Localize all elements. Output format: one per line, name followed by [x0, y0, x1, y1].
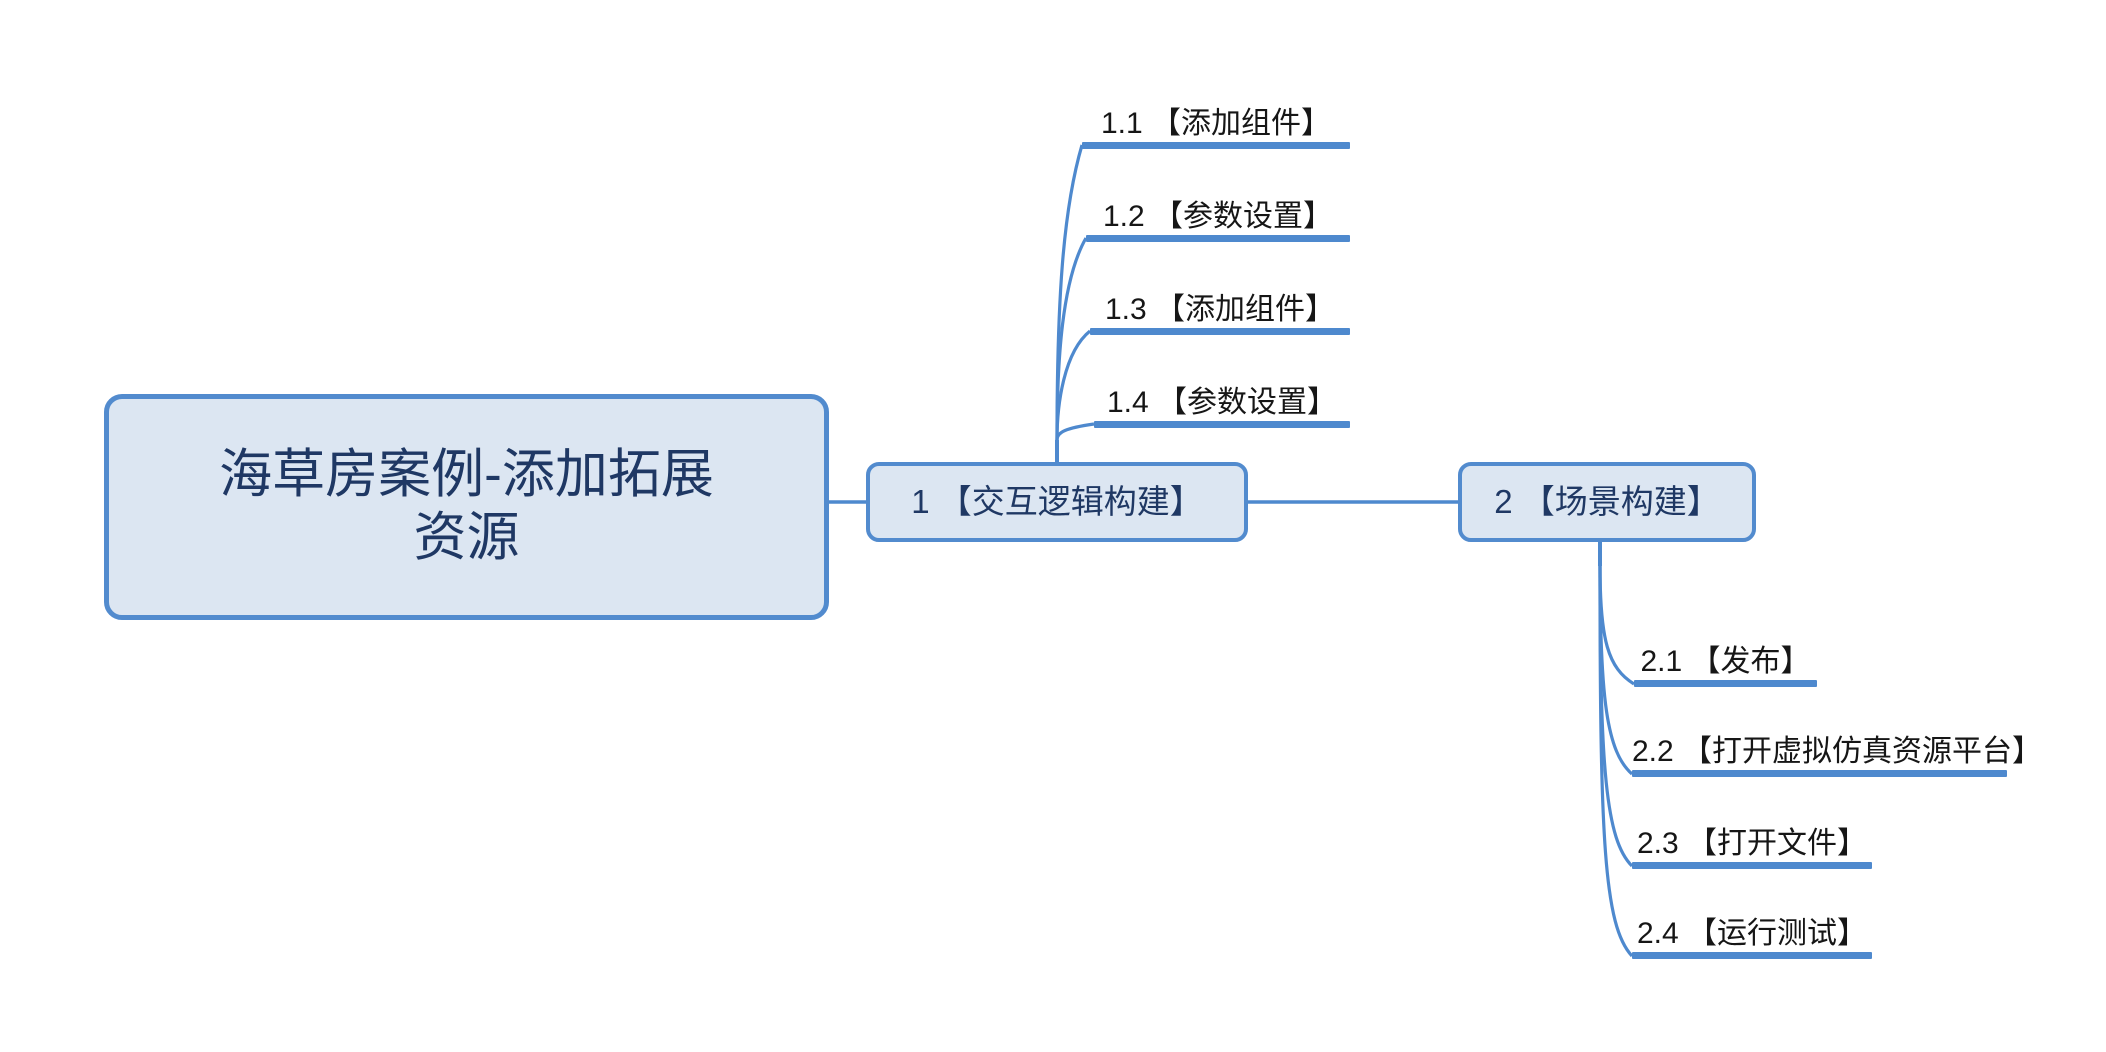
edge-2-to-2.2	[1598, 565, 1634, 776]
leaf-node-1-1-underline	[1082, 142, 1350, 149]
leaf-node-1-3-label: 1.3 【添加组件】	[1104, 293, 1336, 326]
root-node-label: 海草房案例-添加拓展 资源	[219, 445, 714, 567]
branch-node-1[interactable]: 1 【交互逻辑构建】	[866, 462, 1248, 542]
root-node[interactable]: 海草房案例-添加拓展 资源	[104, 394, 829, 620]
edge-1-to-1.4	[1055, 422, 1095, 441]
leaf-node-1-2-label: 1.2 【参数设置】	[1102, 200, 1334, 233]
leaf-node-2-4-underline	[1632, 952, 1872, 959]
edge-2-to-2.4	[1598, 565, 1634, 958]
branch-node-1-label: 1 【交互逻辑构建】	[911, 482, 1203, 520]
leaf-node-2-3[interactable]: 2.3 【打开文件】	[1632, 816, 1872, 869]
leaf-node-2-1-underline	[1634, 680, 1817, 687]
leaf-node-2-3-label: 2.3 【打开文件】	[1636, 827, 1868, 860]
branch-node-2-label: 2 【场景构建】	[1494, 482, 1720, 520]
leaf-node-1-1[interactable]: 1.1 【添加组件】	[1082, 96, 1350, 149]
edge-1-to-1.2	[1055, 237, 1088, 441]
edge-2-to-2.1	[1598, 565, 1635, 686]
leaf-node-1-3-underline	[1090, 328, 1350, 335]
leaf-node-1-1-label: 1.1 【添加组件】	[1100, 107, 1332, 140]
leaf-node-1-4-label: 1.4 【参数设置】	[1106, 386, 1338, 419]
leaf-node-1-4[interactable]: 1.4 【参数设置】	[1094, 375, 1350, 428]
branch-node-2[interactable]: 2 【场景构建】	[1458, 462, 1756, 542]
leaf-node-1-3[interactable]: 1.3 【添加组件】	[1090, 282, 1350, 335]
edge-1-to-1.1	[1055, 144, 1084, 441]
leaf-node-2-2-underline	[1632, 770, 2007, 777]
leaf-node-2-4[interactable]: 2.4 【运行测试】	[1632, 906, 1872, 959]
leaf-node-2-1-label: 2.1 【发布】	[1640, 645, 1811, 678]
leaf-node-1-2-underline	[1086, 235, 1350, 242]
leaf-node-2-2[interactable]: 2.2 【打开虚拟仿真资源平台】	[1632, 724, 2043, 777]
leaf-node-2-4-label: 2.4 【运行测试】	[1636, 917, 1868, 950]
leaf-node-2-2-label: 2.2 【打开虚拟仿真资源平台】	[1632, 735, 2043, 768]
leaf-node-1-2[interactable]: 1.2 【参数设置】	[1086, 189, 1350, 242]
edge-2-to-2.3	[1598, 565, 1634, 868]
leaf-node-1-4-underline	[1094, 421, 1350, 428]
leaf-node-2-1[interactable]: 2.1 【发布】	[1634, 634, 1817, 687]
leaf-node-2-3-underline	[1632, 862, 1872, 869]
edge-1-to-1.3	[1055, 329, 1092, 441]
